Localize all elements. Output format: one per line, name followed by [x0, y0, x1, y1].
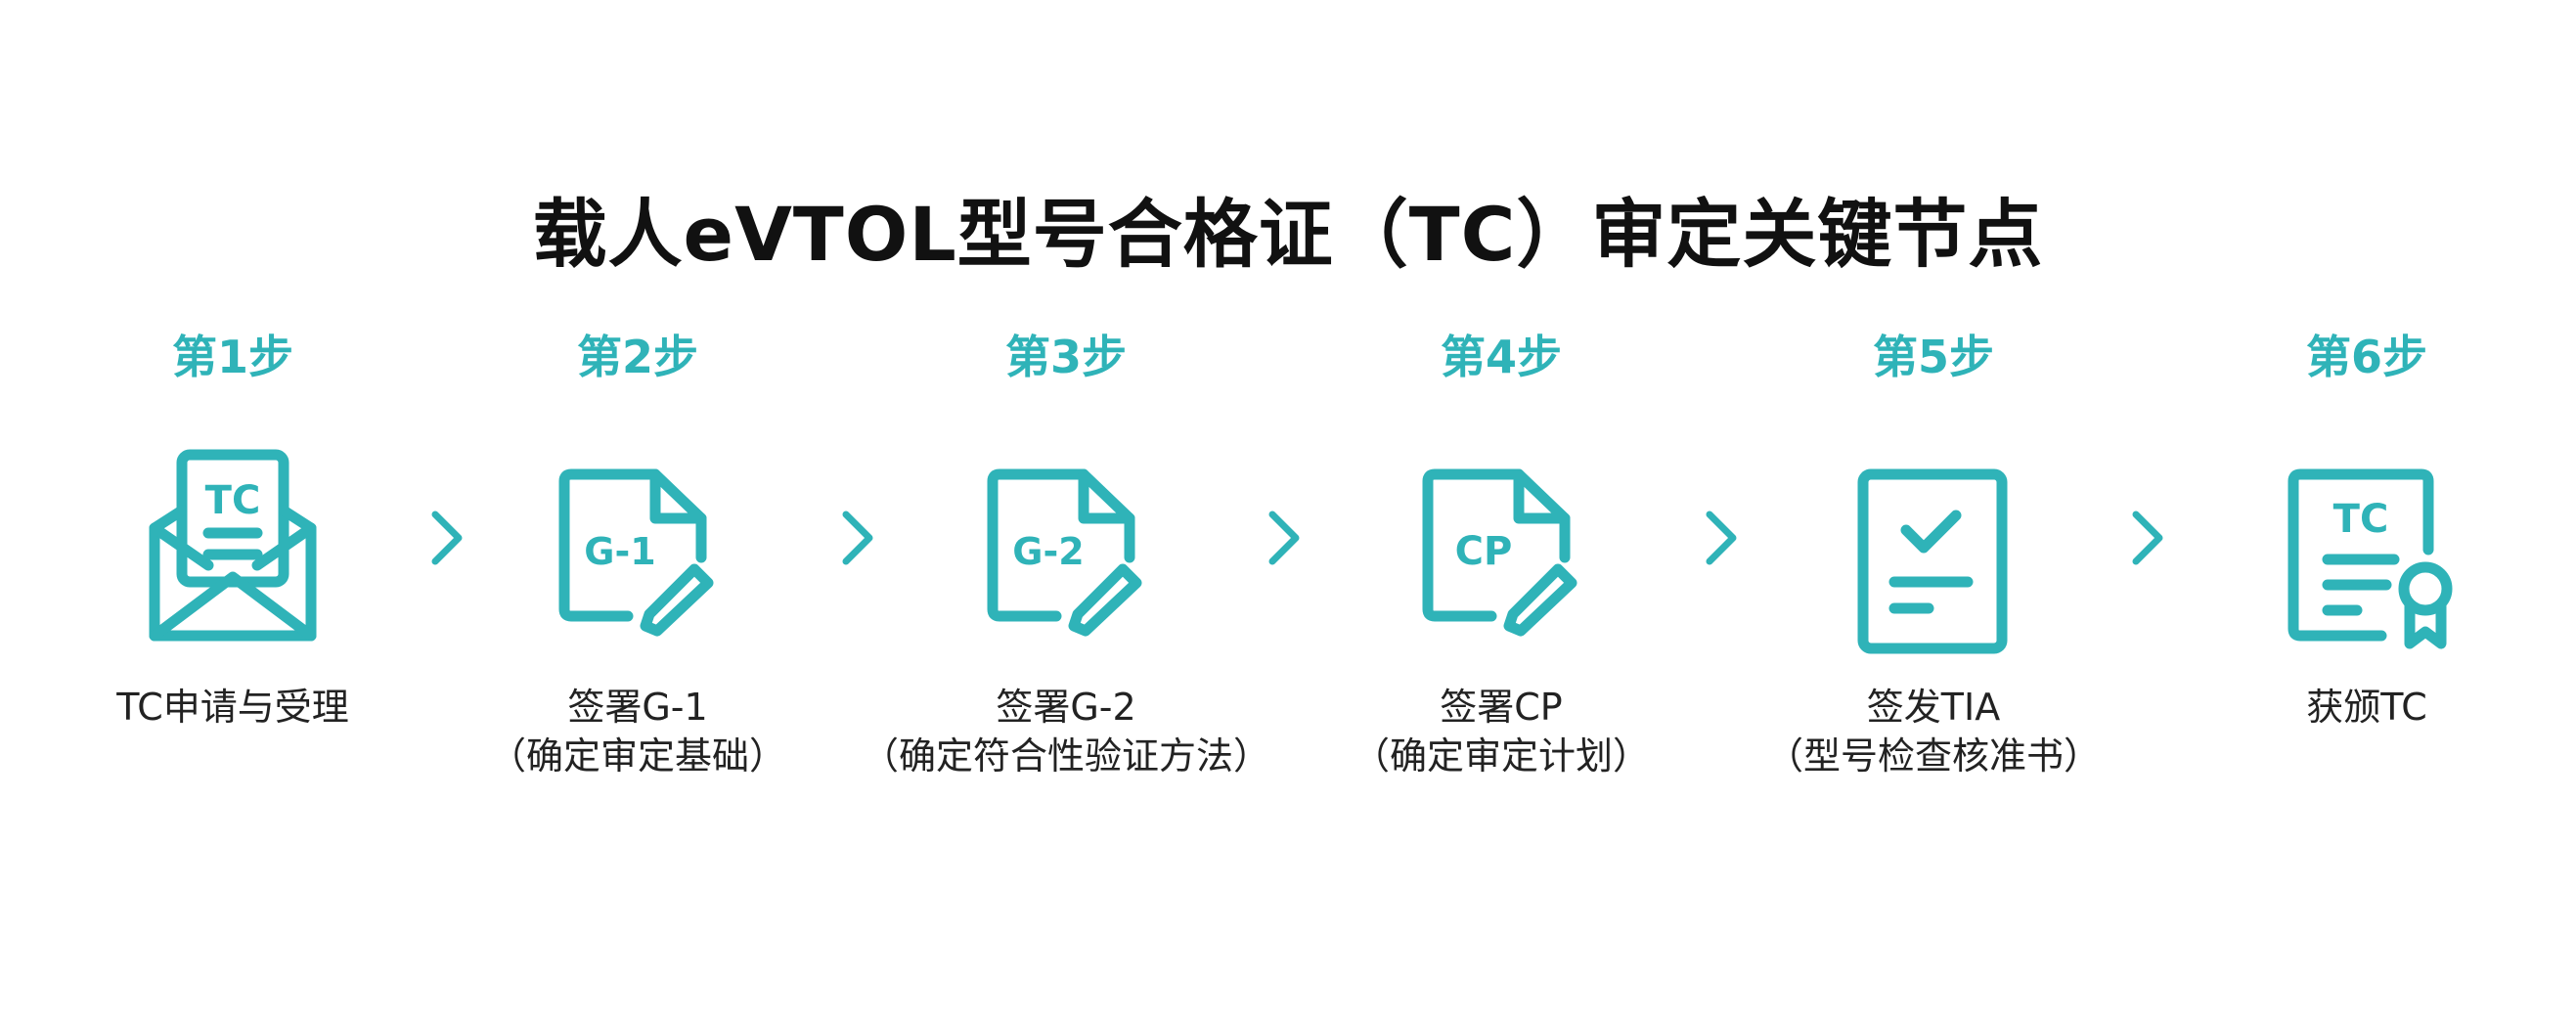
step-label: 签署G-2 （确定符合性验证方法） — [812, 683, 1320, 780]
step-number: 第4步 — [1440, 331, 1562, 383]
document-edit-icon: G-1 — [558, 468, 714, 637]
document-edit-icon: G-2 — [987, 468, 1142, 637]
document-edit-icon: CP — [1422, 468, 1577, 637]
icon-text: TC — [2333, 497, 2389, 542]
envelope-certificate-icon: TC — [149, 449, 317, 642]
step-label: 签发TIA （型号检查核准书） — [1679, 683, 2188, 780]
chevron-right-icon — [838, 509, 877, 567]
step-label-line1: 签署G-2 — [996, 686, 1136, 729]
chevron-right-icon — [427, 509, 466, 567]
step-number: 第5步 — [1872, 331, 1994, 383]
step-label-line2: （确定符合性验证方法） — [861, 734, 1270, 778]
step-1: 第1步 TC TC申请与受理 — [0, 323, 487, 729]
chevron-right-icon — [1265, 509, 1304, 567]
step-label: 获颁TC — [2112, 683, 2576, 732]
step-label-line1: TC申请与受理 — [116, 686, 349, 729]
icon-text: TC — [205, 478, 261, 523]
step-3: 第3步 G-2 签署G-2 （确定符合性验证方法） — [812, 323, 1320, 778]
certificate-award-icon: TC — [2287, 468, 2453, 649]
step-number: 第1步 — [171, 331, 293, 383]
step-label-line2: （确定审定计划） — [1352, 734, 1650, 778]
icon-text: G-2 — [1012, 530, 1084, 573]
step-number: 第3步 — [1004, 331, 1127, 383]
step-label-line1: 签发TIA — [1866, 686, 2001, 729]
step-label-line1: 签署CP — [1440, 686, 1563, 729]
chevron-right-icon — [2128, 509, 2167, 567]
step-label-line2: （确定审定基础） — [488, 734, 786, 778]
step-label-line1: 获颁TC — [2306, 686, 2427, 729]
step-6: 第6步 TC 获颁TC — [2112, 323, 2576, 729]
page-title: 载人eVTOL型号合格证（TC）审定关键节点 — [532, 191, 2044, 278]
step-2: 第2步 G-1 签署G-1 （确定审定基础） — [383, 323, 892, 778]
step-label: TC申请与受理 — [0, 683, 487, 732]
step-number: 第2步 — [576, 331, 698, 383]
step-label: 签署CP （确定审定计划） — [1247, 683, 1755, 780]
step-label-line2: （型号检查核准书） — [1765, 734, 2101, 778]
step-label-line1: 签署G-1 — [567, 686, 708, 729]
icon-text: G-1 — [584, 530, 655, 573]
chevron-right-icon — [1702, 509, 1741, 567]
step-label: 签署G-1 （确定审定基础） — [383, 683, 892, 780]
step-5: 第5步 签发TIA （型号检查核准书） — [1679, 323, 2188, 778]
checklist-icon — [1857, 468, 2008, 654]
step-4: 第4步 CP 签署CP （确定审定计划） — [1247, 323, 1755, 778]
icon-text: CP — [1455, 529, 1513, 574]
step-number: 第6步 — [2305, 331, 2427, 383]
